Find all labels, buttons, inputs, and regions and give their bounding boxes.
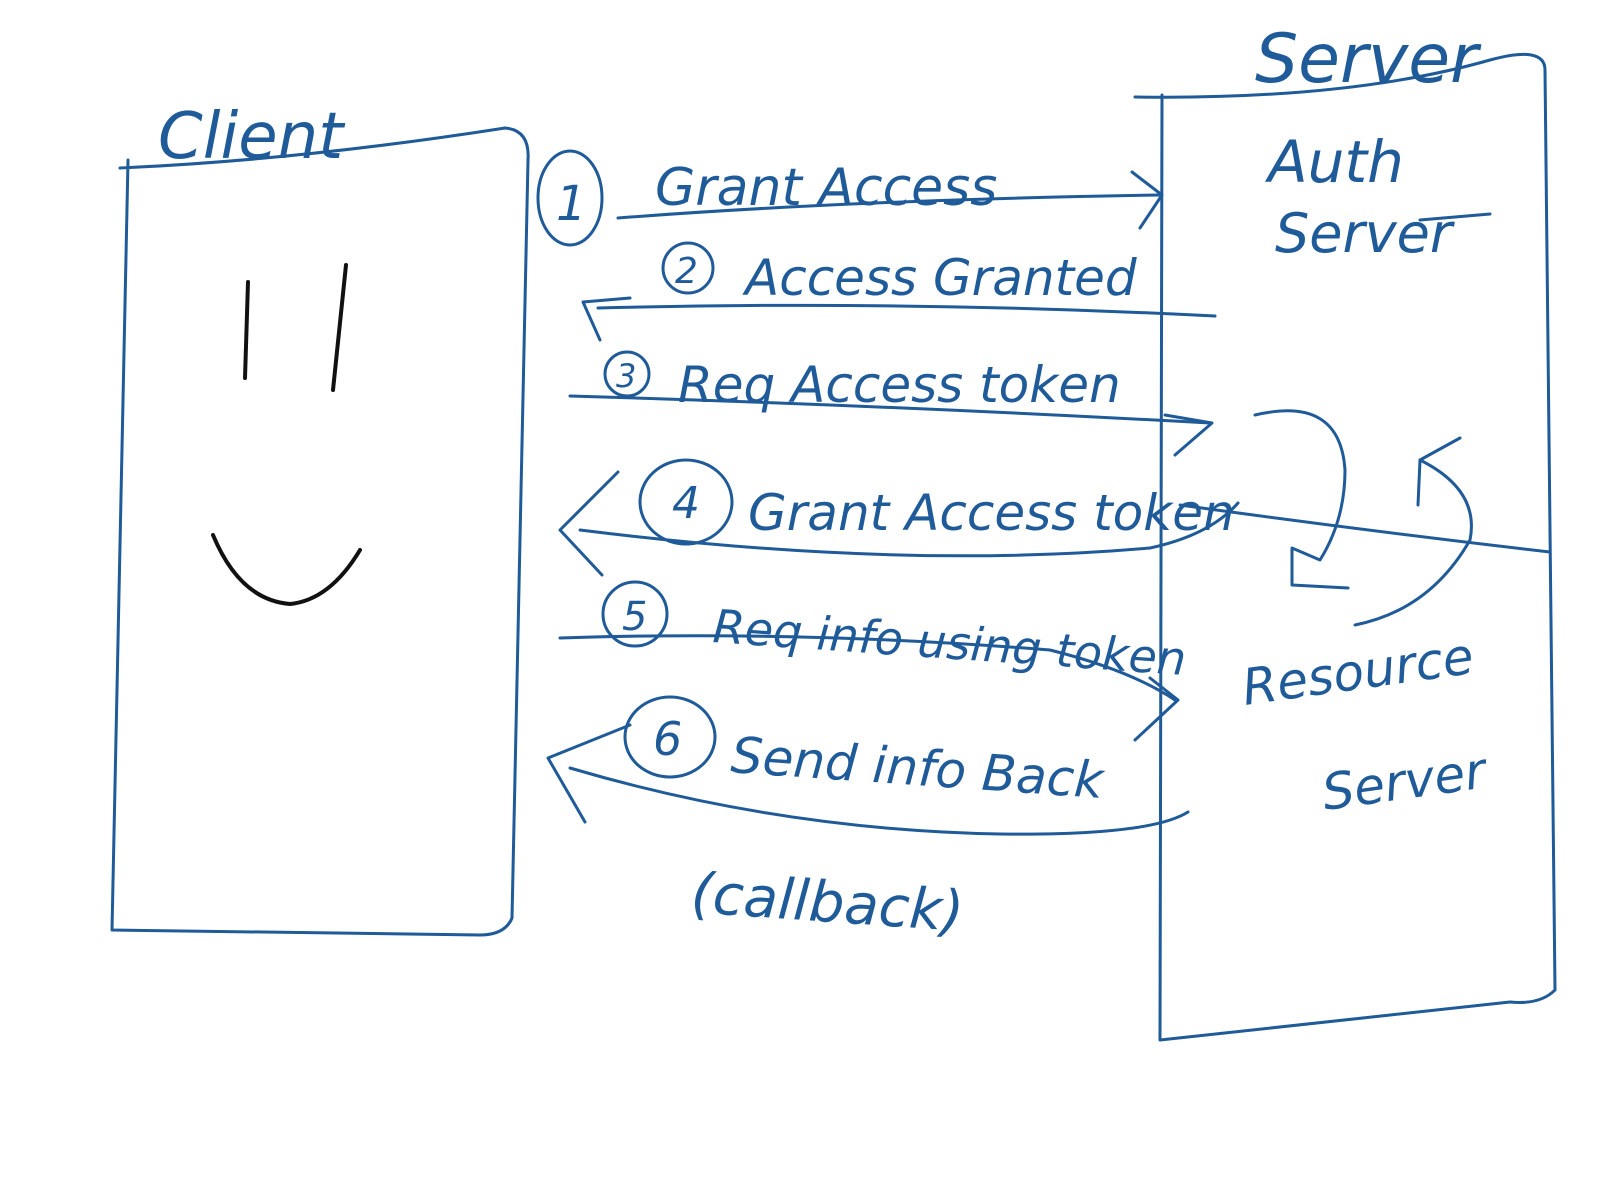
step-4-number-circle (638, 458, 734, 546)
step-3-number-circle (603, 350, 651, 398)
resource-server-label-line2: Server (1319, 741, 1493, 822)
callback-note: (callback) (689, 861, 966, 945)
step-6-number: 6 (653, 712, 682, 766)
server-title: Server (1255, 20, 1482, 99)
step-1-number-circle (536, 149, 604, 247)
step-3-number: 3 (616, 357, 636, 395)
face-right-eye (331, 263, 348, 392)
step-5-number: 5 (622, 594, 647, 640)
auth-server-underline (1418, 212, 1492, 222)
step-1-label: Grant Access (655, 158, 997, 218)
client-title: Client (158, 100, 346, 174)
client-face (211, 263, 362, 606)
step-2-arrow (581, 241, 1217, 342)
step-3-label: Req Access token (678, 356, 1121, 414)
step-2-number: 2 (675, 251, 698, 292)
step-5-arrow (558, 580, 1180, 742)
client-box (110, 126, 530, 937)
auth-server-label-line1: Auth (1264, 128, 1404, 196)
step-6-number-circle (623, 695, 717, 779)
resource-server-label-line1: Resource (1239, 627, 1477, 717)
step-1-number: 1 (556, 176, 587, 232)
step-5-label: Req info using token (711, 599, 1188, 686)
step-1-arrow (536, 149, 1164, 247)
step-5-number-circle (601, 580, 669, 648)
step-4-label: Grant Access token (748, 484, 1235, 542)
step-2-number-circle (661, 241, 715, 295)
step-6-label: Send info Back (729, 726, 1107, 810)
server-divider-line (1178, 503, 1552, 554)
step-3-arrow (568, 350, 1214, 457)
internal-exchange-arrows (1253, 409, 1473, 627)
step-4-arrow (558, 458, 1240, 577)
face-left-eye (243, 280, 250, 380)
step-4-number: 4 (672, 478, 700, 529)
face-smile (211, 533, 362, 606)
auth-server-label-line2: Server (1275, 202, 1455, 265)
step-2-label: Access Granted (742, 249, 1137, 307)
step-6-arrow (546, 695, 1190, 836)
